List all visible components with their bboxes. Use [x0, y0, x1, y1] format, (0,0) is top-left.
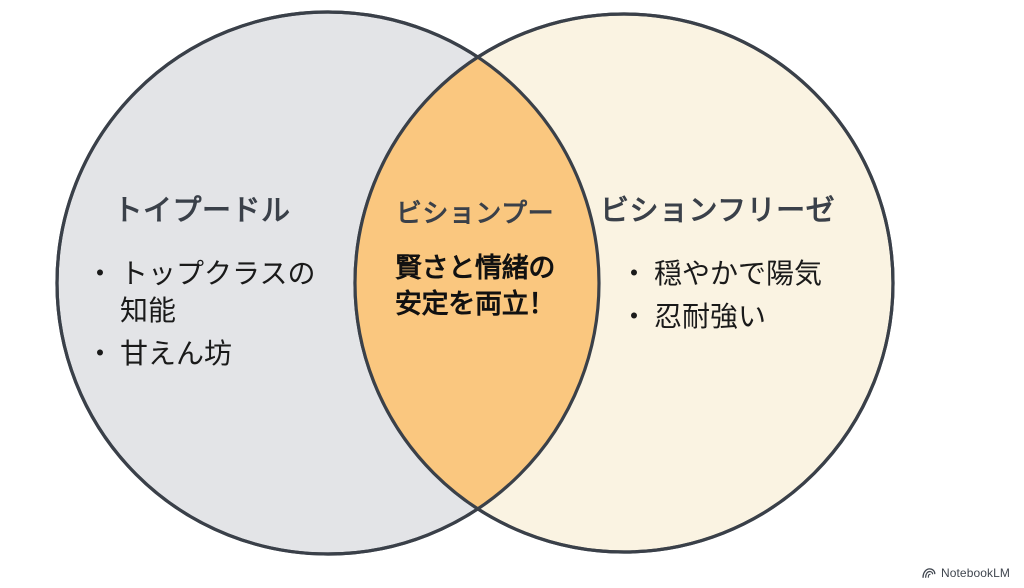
notebooklm-logo-icon	[922, 567, 936, 579]
notebooklm-watermark: NotebookLM	[922, 566, 1010, 580]
venn-circle-right-outline	[353, 12, 895, 554]
venn-intersection-region	[355, 14, 599, 552]
notebooklm-watermark-label: NotebookLM	[940, 566, 1010, 580]
venn-circle-left-outline	[55, 10, 601, 556]
